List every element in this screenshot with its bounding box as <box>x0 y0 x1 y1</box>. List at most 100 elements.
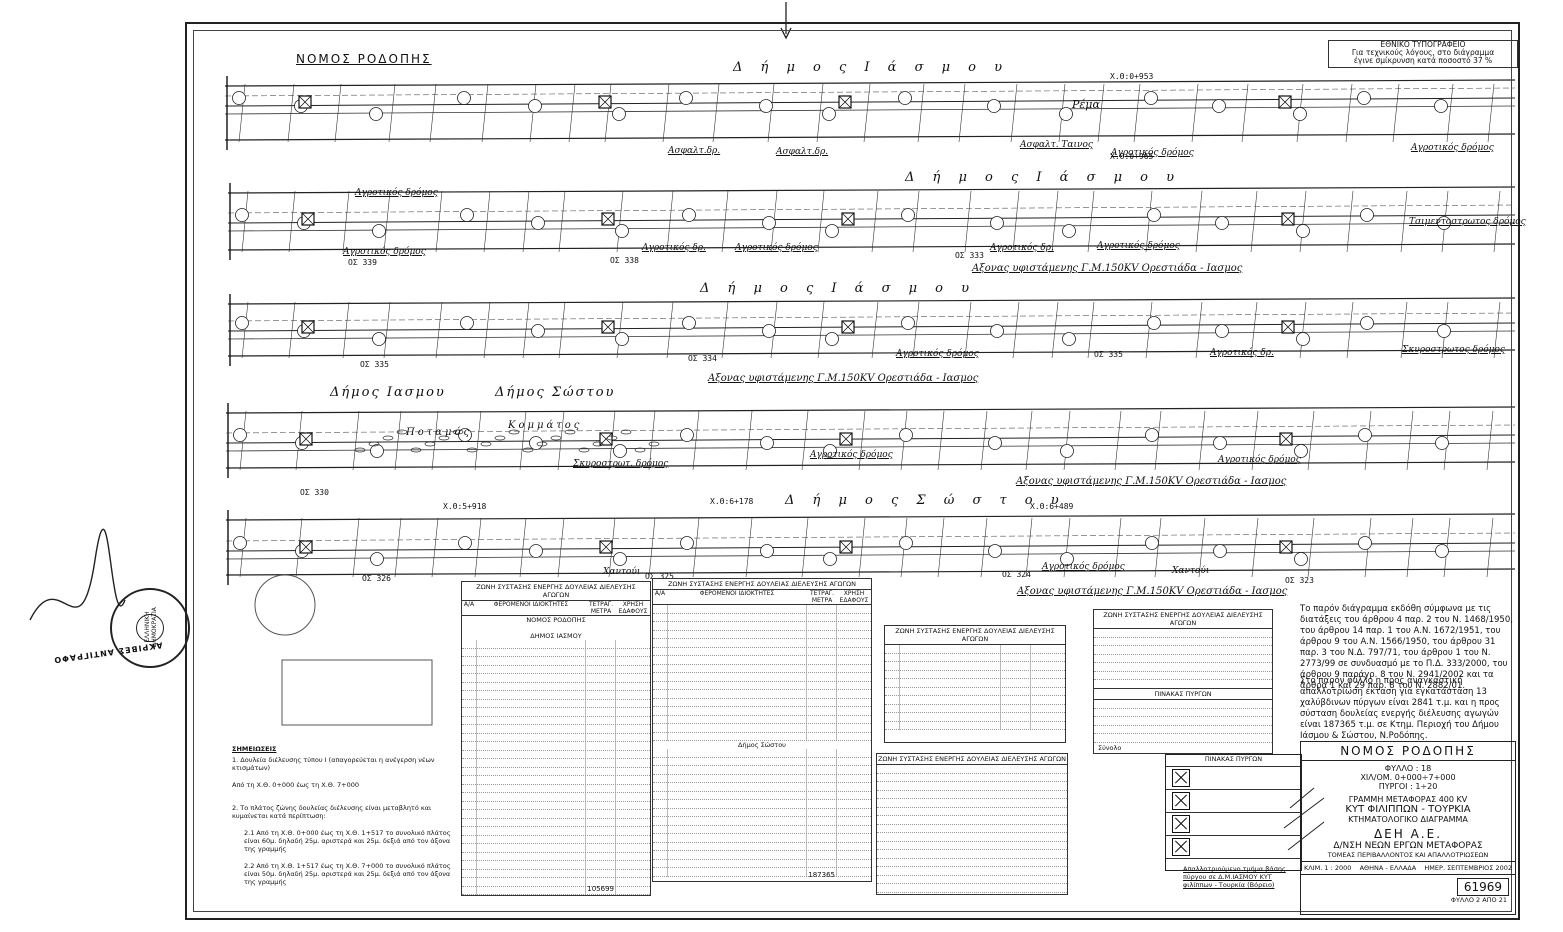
parcel-divider <box>1299 301 1307 359</box>
parcel-divider <box>1154 517 1162 578</box>
parcel-number-circle <box>990 216 1004 230</box>
parcel-number-circle <box>1059 107 1073 121</box>
parcel-number-circle <box>458 536 472 550</box>
os-label-11: ΟΣ 323 <box>1285 576 1314 585</box>
parcel-divider <box>1345 83 1353 143</box>
parcel-divider <box>604 83 612 143</box>
north-arrow-head-icon <box>780 27 792 40</box>
parcel-divider <box>817 301 825 359</box>
table-row <box>462 648 650 657</box>
table-row <box>462 827 650 836</box>
table-row <box>1094 726 1272 734</box>
parcel-number-circle <box>457 91 471 105</box>
parcel-divider <box>1392 83 1400 143</box>
chainage-table-rows <box>1094 629 1272 693</box>
tb-tomeas: ΤΟΜΕΑΣ ΠΕΡΙΒΑΛΛΟΝΤΟΣ ΚΑΙ ΑΠΑΛΛΟΤΡΙΩΣΕΩΝ <box>1301 851 1515 862</box>
parcel-divider <box>1493 301 1501 359</box>
col-aa: Α/Α <box>463 601 475 608</box>
table-row <box>653 859 871 868</box>
parcel-number-circle <box>458 428 472 442</box>
parcel-number-circle <box>233 428 247 442</box>
os-label-9: ΟΣ 325 <box>645 572 674 581</box>
owners-table-1: ΖΩΝΗ ΣΥΣΤΑΣΗΣ ΕΝΕΡΓΗΣ ΔΟΥΛΕΙΑΣ ΔΙΕΛΕΥΣΗΣ… <box>461 581 651 896</box>
parcel-divider <box>1010 83 1018 143</box>
table-row <box>653 774 871 783</box>
table-2-rows-a <box>653 605 871 741</box>
parcel-divider <box>1114 517 1122 578</box>
river-mark <box>508 429 520 435</box>
parcel-divider <box>980 410 988 471</box>
table-1-rows <box>462 640 650 896</box>
parcel-number-circle <box>1360 316 1374 330</box>
note-2-2: 2.2 Από τη Χ.Θ. 1+517 έως τη Χ.Θ. 7+000 … <box>244 862 451 886</box>
parcel-divider <box>431 517 439 578</box>
table-row <box>653 817 871 826</box>
notes-block: ΣΗΜΕΙΩΣΕΙΣ 1. Δουλεία διέλευσης τύπου Ι … <box>232 745 457 886</box>
parcel-divider <box>1154 410 1162 471</box>
table-row <box>462 742 650 751</box>
parcel-number-circle <box>529 436 543 450</box>
table-1-dimos: ΔΗΜΟΣ ΙΑΣΜΟΥ <box>530 632 582 640</box>
tb-pyrgoi: ΠΥΡΓΟΙ : 1÷20 <box>1378 782 1438 791</box>
table-row <box>462 640 650 649</box>
table-row <box>462 844 650 853</box>
parcel-divider <box>1400 301 1408 359</box>
river-mark <box>620 429 632 435</box>
table-row <box>653 851 871 860</box>
legal-note: Το παρόν διάγραμμα εκδόθη σύμφωνα με τις… <box>1300 604 1513 691</box>
table-row <box>877 876 1067 884</box>
chainage-label-2: Χ.Θ:0+965 <box>1110 152 1154 161</box>
road-label-18: Αγροτικός δρόμος <box>1218 455 1301 465</box>
parcel-number-circle <box>372 332 386 346</box>
parcel-number-circle <box>1293 107 1307 121</box>
road-label-5: Ασφαλτ. Ταινος <box>1020 140 1093 150</box>
chainage-label-5: Χ.Θ:5+918 <box>443 502 487 511</box>
table-row <box>462 716 650 725</box>
road-label-17: Αγροτικός δρόμος <box>810 450 893 460</box>
table-row <box>1094 672 1272 680</box>
table-row <box>877 782 1067 791</box>
parcel-divider <box>1406 410 1414 471</box>
col-use: ΧΡΗΣΗ ΕΔΑΦΟΥΣ <box>618 601 648 615</box>
col-use-2: ΧΡΗΣΗ ΕΔΑΦΟΥΣ <box>839 590 869 604</box>
parcel-divider <box>1025 517 1033 578</box>
parcel-divider <box>1400 190 1408 253</box>
parcel-number-circle <box>235 208 249 222</box>
parcel-divider <box>1251 517 1259 578</box>
ethniko-line-2: Για τεχνικούς λόγους, στο διάγραμμα <box>1351 48 1495 57</box>
road-label-11: Αγροτικός δρόμος <box>1097 241 1180 251</box>
table-row <box>462 895 650 896</box>
parcel-number-circle <box>987 99 1001 113</box>
parcel-divider <box>288 190 296 253</box>
tb-xiliom: ΧΙΛ/ΟΜ. 0+000÷7+000 <box>1360 773 1456 782</box>
strip-edge-top <box>225 406 1516 414</box>
parcel-divider <box>1051 190 1059 253</box>
line-axis-existing <box>227 330 1516 340</box>
parcel-divider <box>767 83 775 143</box>
table-row <box>462 767 650 776</box>
parcel-divider <box>288 301 296 359</box>
river-mark <box>634 447 646 453</box>
nomos-title: ΝΟΜΟΣ ΡΟΔΟΠΗΣ <box>296 52 432 66</box>
river-mark <box>494 435 506 441</box>
parcel-divider <box>483 190 491 253</box>
parcel-divider <box>1241 83 1249 143</box>
parcel-divider <box>388 83 396 143</box>
parcel-divider <box>435 190 443 253</box>
parcel-divider <box>1145 190 1153 253</box>
os-label-4: ΟΣ 335 <box>1094 350 1123 359</box>
table-row <box>653 783 871 792</box>
road-label-9: Αγροτικός δρόμος <box>735 243 818 253</box>
table-2-title: ΖΩΝΗ ΣΥΣΤΑΣΗΣ ΕΝΕΡΓΗΣ ΔΟΥΛΕΙΑΣ ΔΙΕΛΕΥΣΗΣ… <box>653 579 871 590</box>
table-row <box>885 687 1065 696</box>
table-row <box>885 670 1065 679</box>
parcel-divider <box>964 301 972 359</box>
table-row <box>877 825 1067 833</box>
road-label-16: Σκυροστρωτ. δρόμος <box>573 459 669 469</box>
table-row <box>462 776 650 785</box>
table-row <box>877 842 1067 850</box>
table-row <box>885 721 1065 730</box>
table-row <box>1094 663 1272 672</box>
parcel-divider <box>1299 190 1307 253</box>
